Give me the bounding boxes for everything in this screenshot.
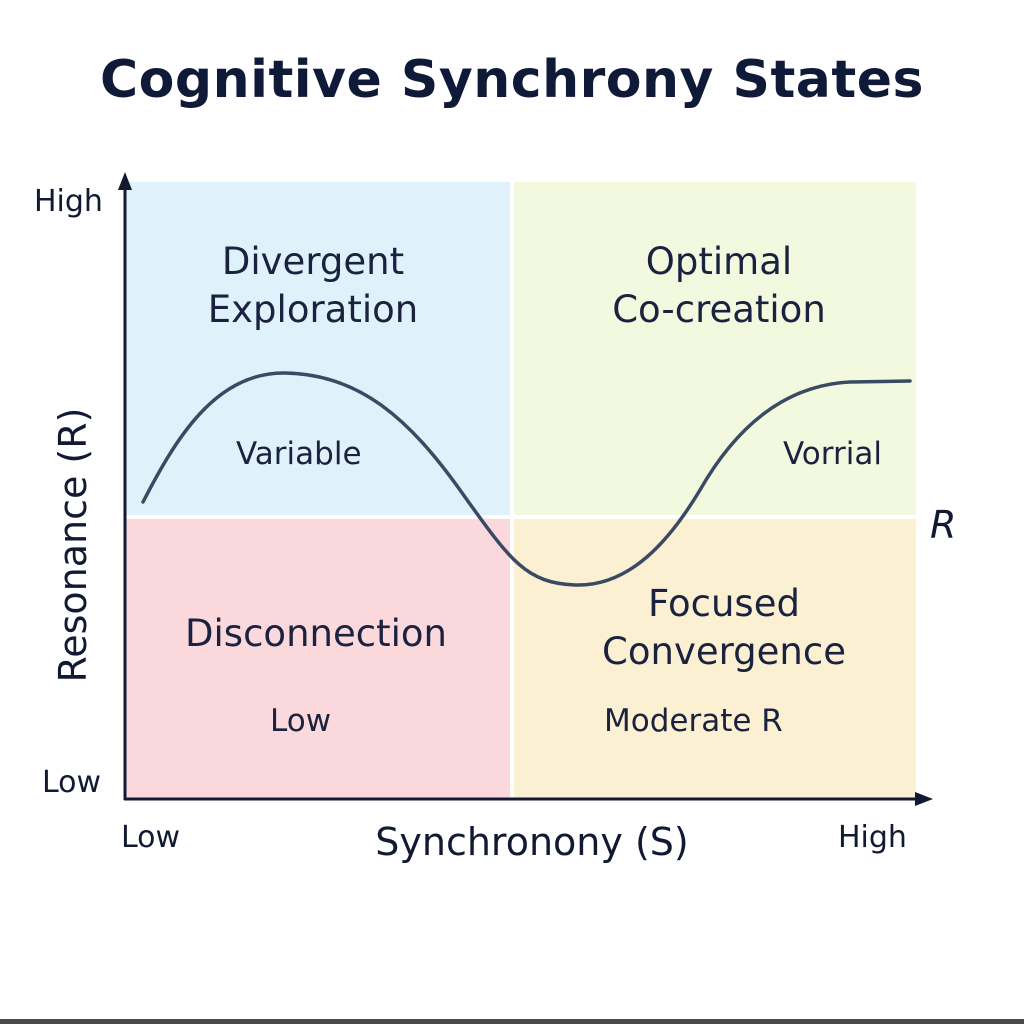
quadrant-label-moderate-r: Moderate R xyxy=(604,703,783,739)
quadrant-label-vorrial: Vorrial xyxy=(783,436,882,472)
quadrant-divergent-exploration xyxy=(126,182,510,515)
x-axis-high-label: High xyxy=(838,820,907,855)
quadrant-focused-convergence xyxy=(514,519,916,798)
curve-label-r: R xyxy=(930,503,957,547)
quadrant-title-divergent-exploration: Divergent Exploration xyxy=(208,238,418,334)
page-title: Cognitive Synchrony States xyxy=(100,50,924,110)
y-axis-arrow-icon xyxy=(118,172,132,190)
y-axis-title: Resonance (R) xyxy=(51,407,95,683)
quadrant-optimal-co-creation xyxy=(514,182,916,515)
title-line: Divergent xyxy=(221,240,405,283)
title-line: Exploration xyxy=(207,288,419,331)
title-line: Co-creation xyxy=(612,288,826,331)
bottom-divider xyxy=(0,1019,1024,1024)
quadrant-title-disconnection: Disconnection xyxy=(185,610,447,658)
quadrant-title-focused-convergence: Focused Convergence xyxy=(602,580,846,676)
resonance-curve xyxy=(141,371,912,587)
title-line: Disconnection xyxy=(185,612,447,655)
title-line: Optimal xyxy=(645,240,793,283)
x-axis-low-label: Low xyxy=(121,820,181,855)
title-line: Focused xyxy=(648,582,800,625)
x-axis-title: Synchronony (S) xyxy=(375,820,689,864)
x-axis-arrow-icon xyxy=(915,792,933,806)
y-axis-high-label: High xyxy=(34,184,103,219)
y-axis-low-label: Low xyxy=(42,765,102,800)
quadrant-label-low: Low xyxy=(270,703,332,739)
quadrant-label-variable: Variable xyxy=(236,436,362,472)
quadrant-title-optimal-co-creation: Optimal Co-creation xyxy=(612,238,826,334)
quadrant-disconnection xyxy=(126,519,510,798)
title-line: Convergence xyxy=(602,630,846,673)
